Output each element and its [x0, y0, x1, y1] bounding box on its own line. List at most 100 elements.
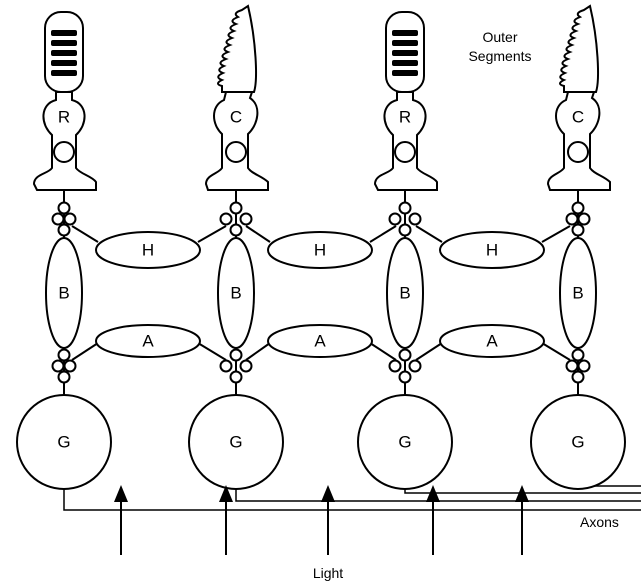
photoreceptor-label: C — [572, 108, 584, 127]
bipolar-cell-2: B — [217, 237, 255, 349]
synapse — [57, 223, 71, 237]
rod-disc — [51, 50, 77, 56]
horizontal-cell-1: H — [95, 231, 201, 269]
synapses — [51, 201, 591, 384]
horizontal-cells: H H H — [95, 231, 545, 269]
horizontal-cell-2: H — [267, 231, 373, 269]
horizontal-cell-label: H — [314, 241, 326, 260]
bipolar-cell-label: B — [230, 284, 241, 303]
synapse — [63, 212, 77, 226]
synapse — [229, 201, 243, 215]
cone-outer-segment — [559, 4, 599, 93]
rod-disc — [51, 30, 77, 36]
synapse — [229, 223, 243, 237]
photoreceptor-4: C — [546, 4, 611, 191]
photoreceptor-body — [546, 91, 611, 191]
synapse — [398, 201, 412, 215]
synapse — [229, 370, 243, 384]
photoreceptor-body — [32, 91, 97, 191]
outer-segments-label-line1: Outer — [482, 29, 517, 45]
light-arrow — [114, 485, 128, 555]
synapse — [219, 359, 233, 373]
rod-disc — [51, 70, 77, 76]
light-label: Light — [313, 565, 343, 581]
photoreceptor-nucleus — [394, 141, 416, 163]
synapse — [398, 223, 412, 237]
synapse — [571, 201, 585, 215]
synapse — [571, 348, 585, 362]
bipolar-cells: B B B B — [45, 237, 597, 349]
ganglion-cell-4: G — [530, 394, 626, 490]
bipolar-cell-label: B — [572, 284, 583, 303]
synapse — [577, 359, 591, 373]
axons-label: Axons — [580, 514, 619, 530]
ganglion-cell-label: G — [57, 433, 70, 452]
bipolar-cell-label: B — [399, 284, 410, 303]
cone-outer-segment — [217, 4, 257, 93]
ganglion-cells: G G G G — [16, 394, 626, 490]
photoreceptor-3: R — [373, 11, 438, 191]
amacrine-cells: A A A — [95, 324, 545, 358]
horizontal-cell-3: H — [439, 231, 545, 269]
synapse — [57, 348, 71, 362]
synapse — [577, 212, 591, 226]
outer-segments-label-line2: Segments — [468, 48, 531, 64]
synapse — [398, 370, 412, 384]
ganglion-cell-label: G — [229, 433, 242, 452]
photoreceptor-body — [373, 91, 438, 191]
rod-disc — [51, 60, 77, 66]
synapse — [398, 348, 412, 362]
amacrine-cell-label: A — [314, 332, 326, 351]
synapse — [57, 370, 71, 384]
bipolar-cell-1: B — [45, 237, 83, 349]
photoreceptor-label: R — [58, 108, 70, 127]
rod-disc — [392, 40, 418, 46]
bipolar-cell-4: B — [559, 237, 597, 349]
synapse — [51, 212, 65, 226]
rod-disc — [392, 30, 418, 36]
photoreceptor-nucleus — [225, 141, 247, 163]
horizontal-cell-label: H — [142, 241, 154, 260]
rod-disc — [392, 70, 418, 76]
synapse — [408, 359, 422, 373]
amacrine-cell-3: A — [439, 324, 545, 358]
bipolar-cell-label: B — [58, 284, 69, 303]
synapse — [565, 212, 579, 226]
amacrine-cell-1: A — [95, 324, 201, 358]
bipolar-cell-3: B — [386, 237, 424, 349]
synapse — [388, 212, 402, 226]
light-arrow — [515, 485, 529, 555]
rod-disc — [392, 50, 418, 56]
synapse — [51, 359, 65, 373]
photoreceptor-2: C — [204, 4, 269, 191]
photoreceptor-body — [204, 91, 269, 191]
amacrine-cell-2: A — [267, 324, 373, 358]
amacrine-cell-label: A — [486, 332, 498, 351]
photoreceptor-label: R — [399, 108, 411, 127]
light-arrows — [114, 485, 529, 555]
synapse — [571, 370, 585, 384]
synapse — [239, 359, 253, 373]
synapse — [408, 212, 422, 226]
ganglion-cell-label: G — [398, 433, 411, 452]
amacrine-cell-label: A — [142, 332, 154, 351]
synapse — [57, 201, 71, 215]
photoreceptor-nucleus — [53, 141, 75, 163]
synapse — [219, 212, 233, 226]
ganglion-cell-1: G — [16, 394, 112, 490]
photoreceptor-1: R — [32, 11, 97, 191]
rod-disc — [51, 40, 77, 46]
ganglion-cell-label: G — [571, 433, 584, 452]
light-arrow — [219, 485, 233, 555]
synapse — [229, 348, 243, 362]
synapse — [63, 359, 77, 373]
light-arrow — [426, 485, 440, 555]
light-arrow — [321, 485, 335, 555]
photoreceptor-nucleus — [567, 141, 589, 163]
rod-disc — [392, 60, 418, 66]
synapse — [239, 212, 253, 226]
synapse — [388, 359, 402, 373]
photoreceptor-label: C — [230, 108, 242, 127]
horizontal-cell-label: H — [486, 241, 498, 260]
